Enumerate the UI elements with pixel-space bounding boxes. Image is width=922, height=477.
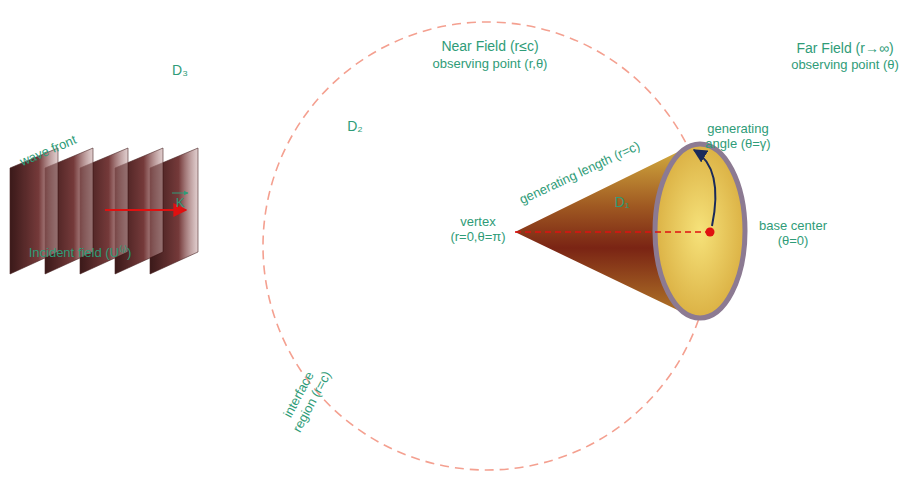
label-text: K [176, 195, 185, 210]
label-text: generating angle (θ=γ) [693, 121, 783, 151]
label-text: base center (θ=0) [748, 218, 838, 248]
label-text: observing point (θ) [791, 57, 899, 72]
label-text: Near Field (r≤c) [441, 39, 538, 54]
label-text: Far Field (r→∞) [796, 41, 893, 56]
label-text: interface region (r=c) [271, 352, 339, 444]
wave-vector [105, 209, 186, 211]
wave-fronts [10, 148, 198, 274]
vector-accent [172, 193, 188, 194]
label-text: vertex (r=0,θ=π) [442, 214, 514, 244]
label-text: D₁ [615, 195, 630, 210]
label-text: D₃ [172, 63, 188, 78]
cone-base [655, 144, 745, 318]
label-text: Incident field (U⁽ⁱ⁾) [29, 245, 132, 260]
label-text: observing point (r,θ) [433, 56, 548, 71]
base-center-dot [706, 228, 715, 237]
angle-arc [694, 150, 715, 226]
label-text: D₂ [347, 119, 363, 134]
axis-line [515, 231, 710, 233]
